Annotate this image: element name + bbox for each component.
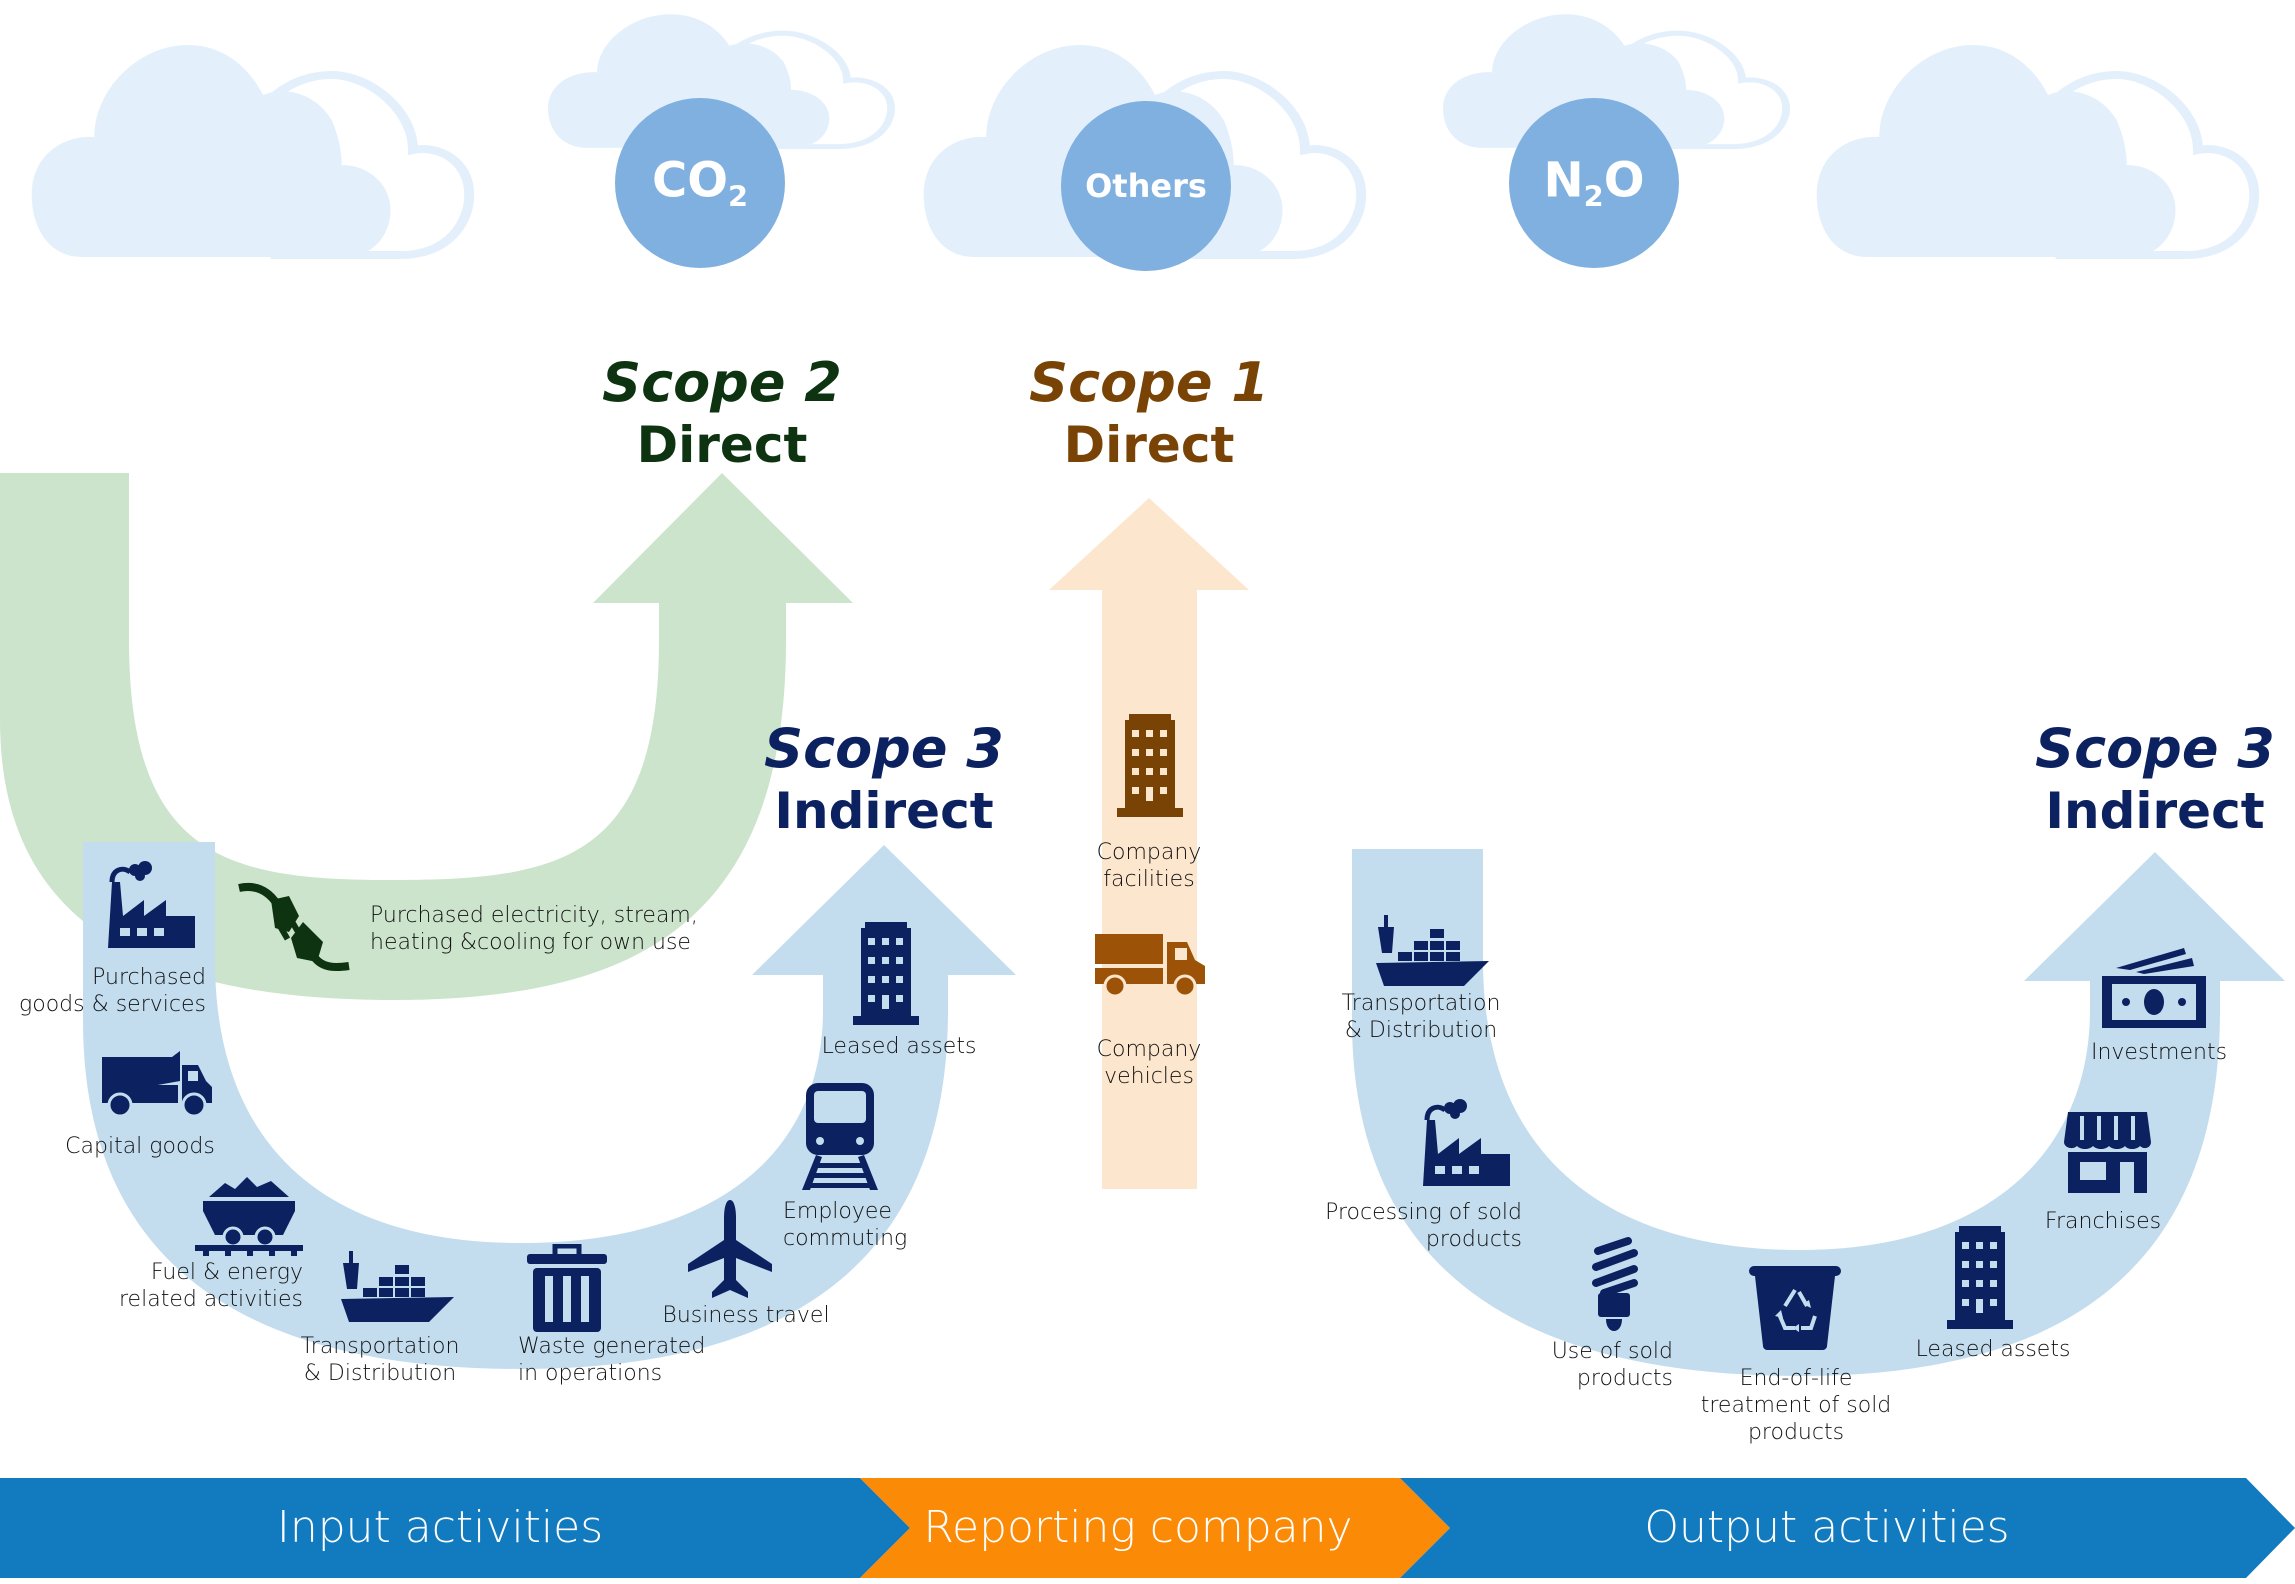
value-chain-output-band: [1400, 1478, 2295, 1578]
money-icon: [2102, 948, 2206, 1028]
scope3-downstream-arrow: [1352, 849, 2285, 1376]
downstream-item-label: Transportation& Distribution: [1341, 991, 1501, 1043]
mine-cart-icon: [195, 1177, 303, 1256]
value-chain-output-label: Output activities: [1644, 1502, 2010, 1553]
cloud: [1817, 45, 2255, 257]
upstream-item-label: Capital goods: [65, 1134, 215, 1159]
gas-circle-n2o: [1509, 98, 1679, 268]
downstream-item-label: Franchises: [2044, 1209, 2162, 1234]
scope3-upstream-type: Indirect: [774, 782, 994, 840]
plug-icon: [238, 883, 350, 971]
value-chain-input-label: Input activities: [276, 1502, 604, 1553]
factory-icon: [108, 861, 195, 948]
scope2-heading: Scope 2 Direct: [602, 352, 842, 476]
cargo-ship-icon: [1376, 915, 1489, 986]
gas-label-others: Others: [1085, 167, 1207, 205]
scope3-upstream-heading: Scope 3 Indirect: [764, 718, 1004, 842]
gas-label-n2o: N2O: [1543, 152, 1645, 214]
building-icon: [1117, 714, 1183, 817]
value-chain-input-band: [0, 1478, 910, 1578]
upstream-item-label: Leased assets: [821, 1034, 977, 1059]
cargo-ship-icon: [341, 1251, 454, 1322]
building-icon: [1947, 1226, 2013, 1329]
scope3-upstream-arrow: [83, 842, 1016, 1369]
downstream-item-label: Investments: [2090, 1040, 2228, 1065]
value-chain-company-band: [860, 1478, 1450, 1578]
gas-circle-others: [1061, 101, 1231, 271]
scope1-type: Direct: [1063, 416, 1235, 474]
scope1-heading: Scope 1 Direct: [1029, 352, 1269, 476]
upstream-item-label: Business travel: [662, 1303, 830, 1328]
recycle-bin-icon: [1749, 1266, 1841, 1350]
scope3-downstream-title: Scope 3: [2035, 717, 2275, 780]
train-icon: [802, 1083, 878, 1190]
gas-label-co2: CO2: [651, 152, 749, 214]
scope2-title: Scope 2: [602, 351, 842, 414]
downstream-item-label: Leased assets: [1915, 1337, 2071, 1362]
scope3-downstream-heading: Scope 3 Indirect: [2035, 718, 2275, 842]
scope3-upstream-title: Scope 3: [764, 717, 1004, 780]
factory-icon: [1423, 1099, 1510, 1186]
upstream-item-label: Transportation& Distribution: [300, 1334, 460, 1386]
scope3-downstream-type: Indirect: [2045, 782, 2265, 840]
trash-can-icon: [527, 1244, 607, 1332]
scope1-title: Scope 1: [1029, 351, 1269, 414]
scope1-arrow: [1049, 498, 1249, 1189]
gas-circle-co2: [615, 98, 785, 268]
airplane-icon: [688, 1200, 772, 1298]
light-bulb-icon: [1592, 1237, 1638, 1331]
scope2-item-label: Purchased electricity, stream,heating &c…: [370, 903, 698, 955]
value-chain-company-label: Reporting company: [923, 1502, 1353, 1553]
dump-truck-icon: [102, 1051, 212, 1117]
cloud: [32, 45, 470, 257]
scope2-type: Direct: [636, 416, 808, 474]
storefront-icon: [2064, 1112, 2151, 1193]
truck-icon: [1095, 934, 1205, 996]
building-icon: [853, 922, 919, 1025]
